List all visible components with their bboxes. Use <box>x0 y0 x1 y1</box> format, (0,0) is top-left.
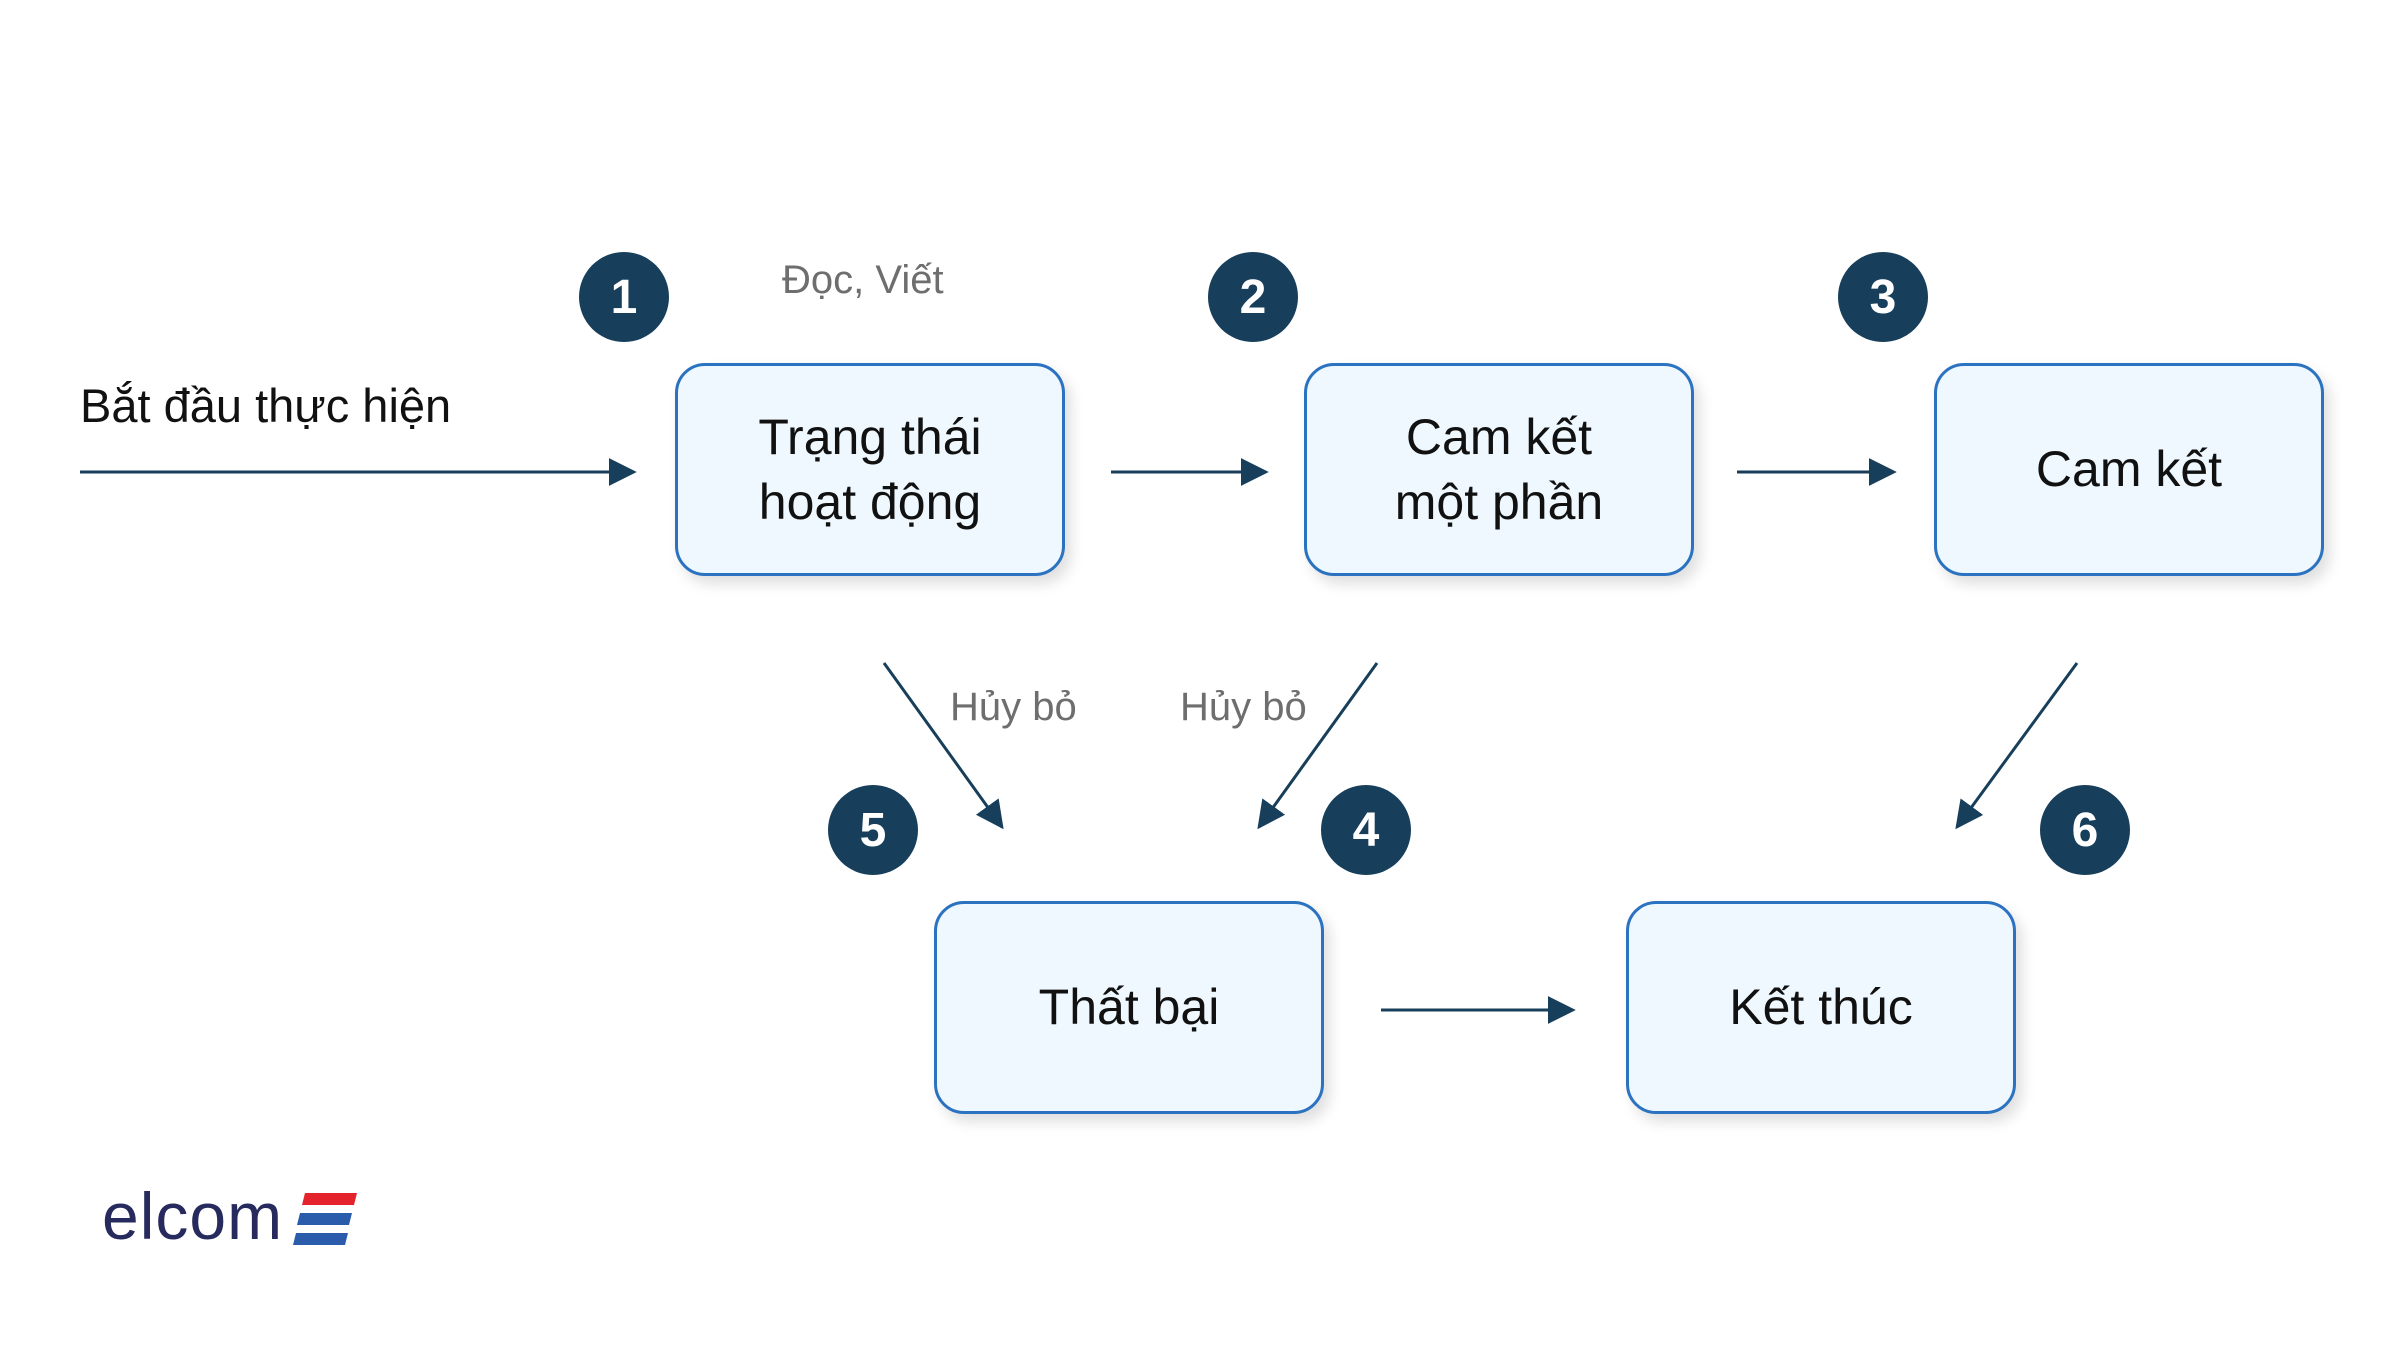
badge-6: 6 <box>2040 785 2130 875</box>
elcom-logo: elcom <box>102 1179 358 1253</box>
state-box-active: Trạng thái hoạt động <box>675 363 1065 576</box>
state-label-terminated: Kết thúc <box>1729 979 1913 1035</box>
state-label-partial-commit: Cam kết một phần <box>1394 408 1604 530</box>
start-label: Bắt đầu thực hiện <box>80 379 452 432</box>
badge-5: 5 <box>828 785 918 875</box>
state-label-failed: Thất bại <box>1038 979 1220 1035</box>
logo-stripes-icon <box>293 1193 358 1245</box>
badge-2: 2 <box>1208 252 1298 342</box>
state-label-commit: Cam kết <box>2035 441 2223 497</box>
badge-3: 3 <box>1838 252 1928 342</box>
edge-label-cancel-1: Hủy bỏ <box>950 685 1077 729</box>
state-label-active: Trạng thái hoạt động <box>758 408 982 530</box>
state-box-partial-commit: Cam kết một phần <box>1304 363 1694 576</box>
badge-1: 1 <box>579 252 669 342</box>
logo-text: elcom <box>102 1179 284 1253</box>
state-box-failed: Thất bại <box>934 901 1324 1114</box>
edge-label-read-write: Đọc, Viết <box>782 258 944 302</box>
edge-label-cancel-2: Hủy bỏ <box>1180 685 1307 729</box>
state-box-terminated: Kết thúc <box>1626 901 2016 1114</box>
arrow-1-to-4 <box>882 662 1004 830</box>
arrow-3-to-6 <box>1955 662 2079 830</box>
badge-4: 4 <box>1321 785 1411 875</box>
state-box-commit: Cam kết <box>1934 363 2324 576</box>
arrow-2-to-4 <box>1257 662 1379 830</box>
